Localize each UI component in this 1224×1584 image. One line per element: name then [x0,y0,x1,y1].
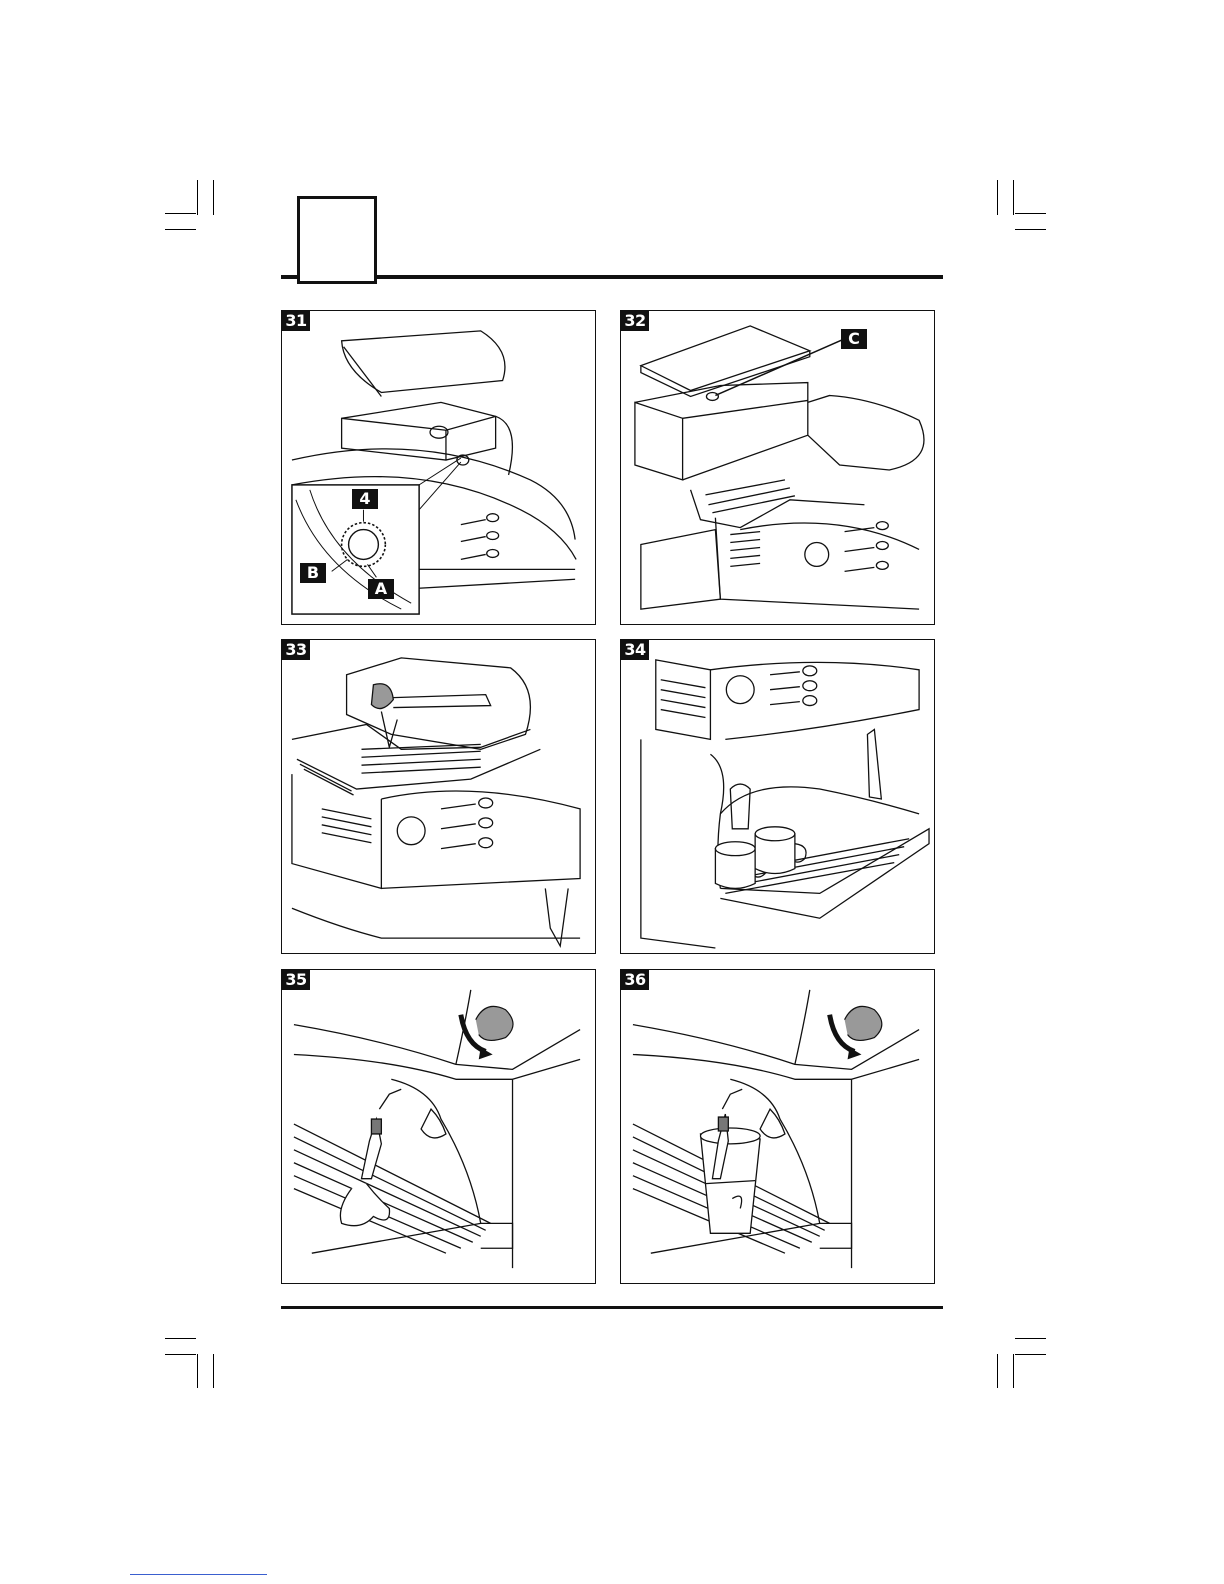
header-rule [281,275,943,279]
figure-number: 31 [282,311,310,331]
crop-mark [1013,180,1014,215]
footer-link-underline [130,1574,267,1575]
footer-rule [281,1306,943,1309]
crop-mark [165,1354,196,1355]
crop-mark [197,180,198,215]
callout-a: A [368,579,394,599]
crop-mark [997,1354,998,1388]
callout-b: B [300,563,326,583]
crop-mark [1013,1354,1014,1388]
figure-number: 32 [621,311,649,331]
illustration-steam-knob-open-nozzle-in-glass [621,970,934,1283]
crop-mark [1015,229,1046,230]
crop-mark [1015,213,1046,214]
crop-mark [997,180,998,215]
figure-32: 32 C [620,310,935,625]
figure-number: 36 [621,970,649,990]
figure-34: 34 [620,639,935,954]
callout-4: 4 [352,489,378,509]
illustration-bean-hopper-grind-dial [282,311,595,624]
crop-mark [213,180,214,215]
crop-mark [1015,1338,1046,1339]
crop-mark [165,1338,196,1339]
figure-36: 36 [620,969,935,1284]
figure-31: 31 4 B [281,310,596,625]
illustration-cups-under-spout [621,640,934,953]
figure-number: 35 [282,970,310,990]
figure-33: 33 [281,639,596,954]
crop-mark [197,1354,198,1388]
crop-mark [213,1354,214,1388]
illustration-ground-coffee-funnel [282,640,595,953]
callout-c: C [841,329,867,349]
figure-number: 34 [621,640,649,660]
crop-mark [165,213,196,214]
figure-35: 35 [281,969,596,1284]
crop-mark [165,229,196,230]
figure-number: 33 [282,640,310,660]
illustration-lid-and-selector [621,311,934,624]
crop-mark [1015,1354,1046,1355]
section-box [297,196,377,284]
illustration-steam-knob-open-nozzle-sputter [282,970,595,1283]
